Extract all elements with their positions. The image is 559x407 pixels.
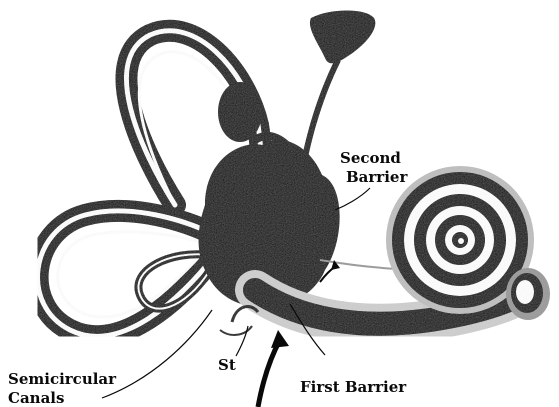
semicircular-canals-label-line2: Canals [8, 389, 64, 407]
second-barrier-leader [335, 188, 370, 210]
round-window [506, 268, 550, 320]
second-barrier-label-line2: Barrier [346, 168, 408, 186]
ampulla-upper [218, 82, 262, 142]
st-label: St [218, 356, 236, 374]
lateral-semicircular-canal [38, 211, 215, 336]
entry-arrow [258, 330, 289, 407]
first-barrier-label: First Barrier [300, 378, 407, 396]
semicircular-canals-label-line1: Semicircular [8, 370, 117, 388]
second-barrier-label-line1: Second [340, 149, 401, 167]
